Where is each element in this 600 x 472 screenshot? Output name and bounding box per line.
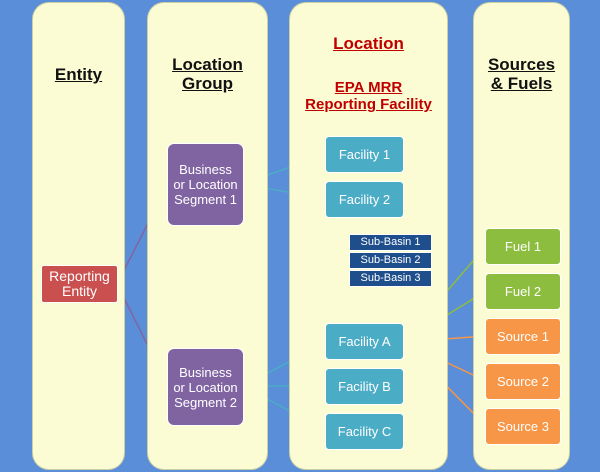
source2-node: Source 2 [485, 363, 561, 400]
sources-fuels-title-line1: Sources [487, 55, 556, 74]
facilityB-node: Facility B [325, 368, 404, 405]
fuel2-node: Fuel 2 [485, 273, 561, 310]
reporting-entity-node: Reporting Entity [41, 265, 118, 303]
segment2-line3: Segment 2 [174, 394, 237, 410]
segment1-line3: Segment 1 [174, 192, 237, 207]
facility2-node: Facility 2 [325, 181, 404, 218]
location-subtitle-line1: EPA MRR [334, 79, 403, 96]
segment2-line1: Business [179, 364, 232, 380]
location-subtitle-line2: Reporting Facility [305, 96, 432, 113]
segment2-line2: or Location [173, 379, 238, 395]
segment1-node: Business or Location Segment 1 [167, 143, 244, 226]
location-group-title-line1: Location [172, 55, 243, 74]
sources-fuels-title-line2: & Fuels [490, 74, 553, 93]
subbasin3-node: Sub-Basin 3 [349, 270, 432, 287]
fuel1-node: Fuel 1 [485, 228, 561, 265]
source1-node: Source 1 [485, 318, 561, 355]
segment1-line1: Business [179, 162, 232, 177]
facility1-node: Facility 1 [325, 136, 404, 173]
subbasin2-node: Sub-Basin 2 [349, 252, 432, 269]
subbasin1-node: Sub-Basin 1 [349, 234, 432, 251]
location-group-title-line2: Group [182, 74, 233, 93]
entity-column: Entity [33, 3, 124, 469]
reporting-entity-line2: Entity [61, 283, 97, 299]
segment1-line2: or Location [173, 177, 238, 192]
source3-node: Source 3 [485, 408, 561, 445]
location-column-title: Location [333, 34, 404, 53]
reporting-entity-line1: Reporting [49, 268, 110, 284]
facilityA-node: Facility A [325, 323, 404, 360]
entity-column-title: Entity [54, 65, 103, 84]
facilityC-node: Facility C [325, 413, 404, 450]
segment2-node: Business or Location Segment 2 [167, 348, 244, 426]
